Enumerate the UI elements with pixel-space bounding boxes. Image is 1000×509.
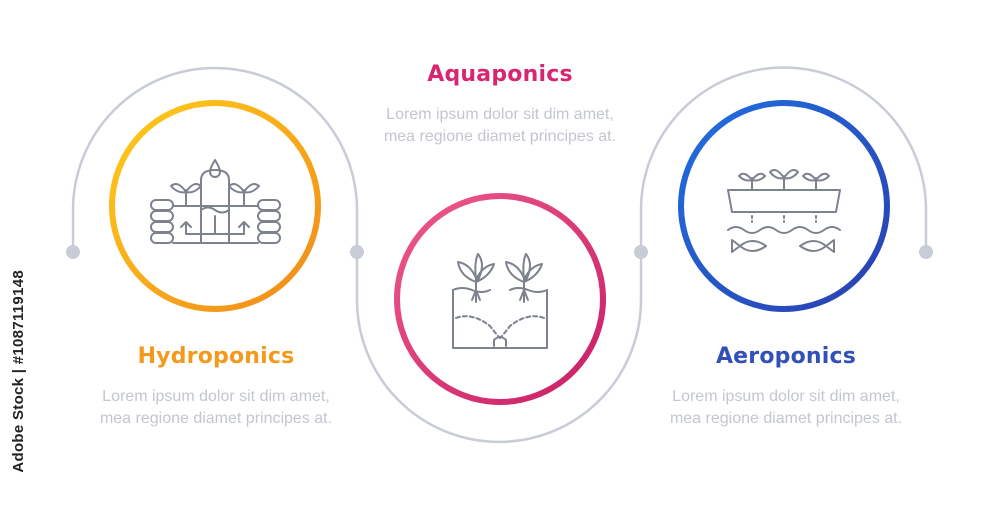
connector-dot: [66, 245, 80, 259]
connector-arc-right: [639, 66, 928, 252]
watermark: Adobe Stock | #1087119148: [10, 270, 27, 473]
aquaponics-description: Lorem ipsum dolor sit dim amet, mea regi…: [383, 106, 617, 145]
connector-path: [71, 66, 928, 444]
aeroponics-title: Aeroponics: [715, 344, 857, 369]
aeroponics-fish-icon: [727, 169, 841, 253]
hydroponics-tank-icon: [150, 159, 281, 244]
connector-dot: [350, 245, 364, 259]
hydroponics-title: Hydroponics: [137, 344, 295, 369]
aeroponics-description: Lorem ipsum dolor sit dim amet, mea regi…: [669, 388, 903, 427]
connector-arc-left: [71, 66, 359, 252]
aquaponics-ring: [394, 193, 606, 405]
connector-dot: [919, 245, 933, 259]
hydroponics-description: Lorem ipsum dolor sit dim amet, mea regi…: [99, 388, 333, 427]
connector-dot: [634, 245, 648, 259]
aeroponics-ring: [678, 100, 890, 312]
aquaponics-soil-icon: [452, 253, 548, 349]
aquaponics-title: Aquaponics: [427, 62, 573, 87]
connector-arc-middle: [355, 252, 643, 444]
connector-dots: [66, 245, 933, 259]
